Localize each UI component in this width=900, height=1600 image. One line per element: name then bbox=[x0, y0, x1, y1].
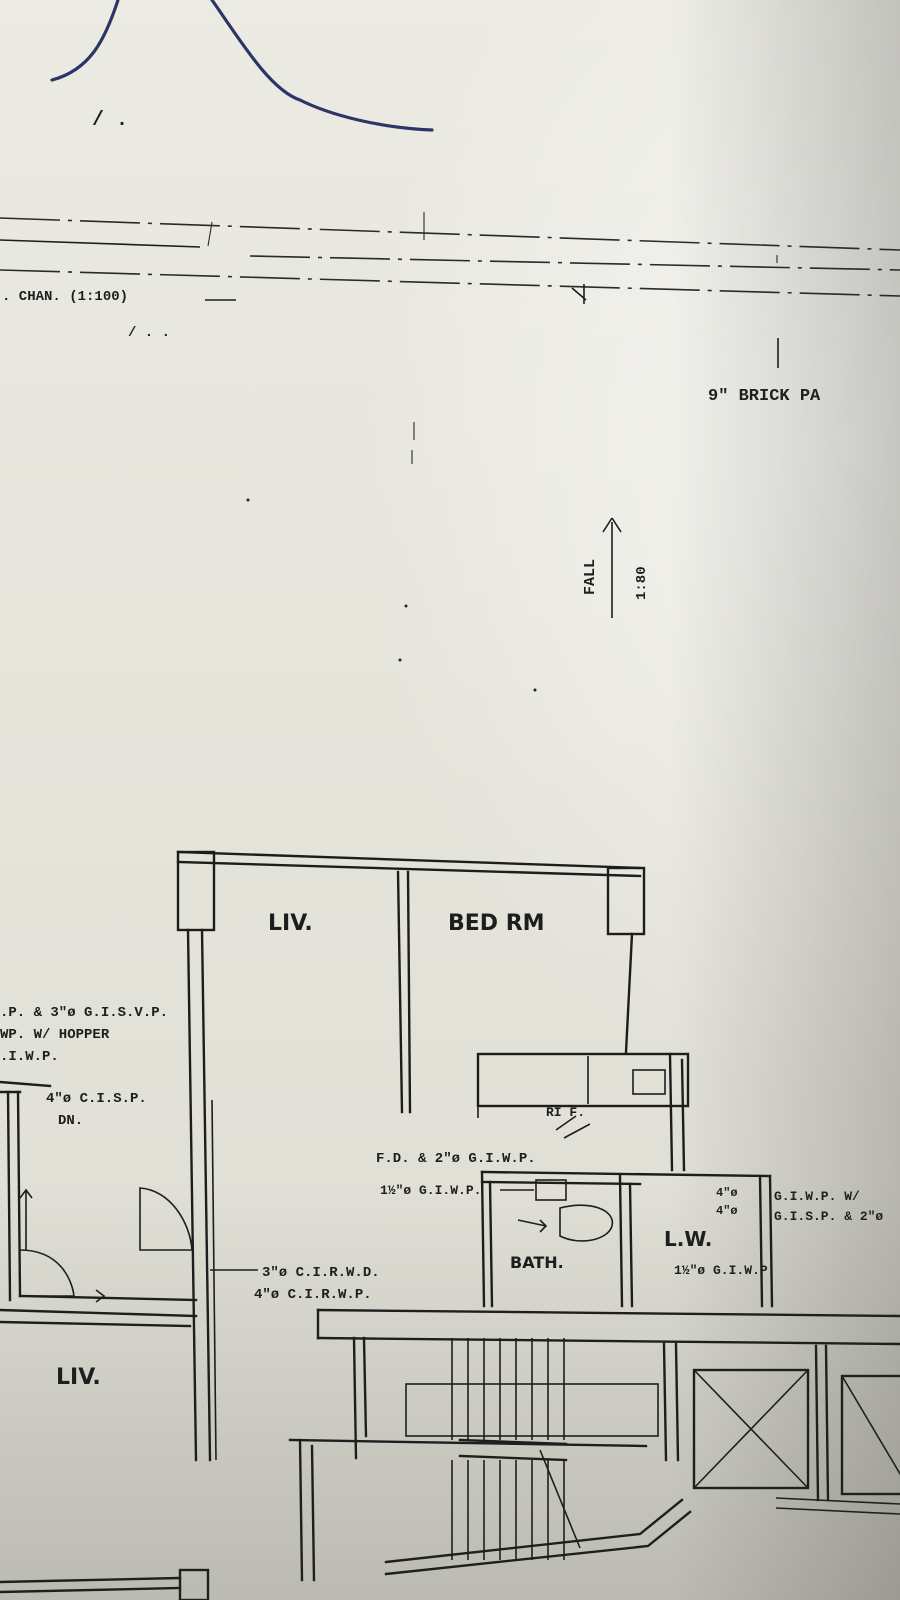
boundary-lines bbox=[0, 212, 900, 297]
bath-area bbox=[480, 1115, 774, 1308]
stair-cut-line bbox=[539, 1449, 581, 1549]
sp-note: 4"ø C.I.S.P. bbox=[46, 1091, 147, 1107]
dn-arrow bbox=[19, 1188, 33, 1250]
fall-arrow-small bbox=[517, 1219, 548, 1233]
dot-mark bbox=[246, 498, 250, 502]
left-note-line-1: .P. & 3"ø G.I.S.V.P. bbox=[0, 1005, 168, 1021]
lift-shaft-1 bbox=[692, 1368, 810, 1490]
tick-mark: / . . bbox=[128, 325, 170, 341]
left-unit bbox=[0, 1080, 210, 1600]
lw-pipe-note: 1½"ø G.I.W.P. bbox=[674, 1263, 775, 1278]
core-walls bbox=[288, 1308, 900, 1582]
ri-note: RI F. bbox=[546, 1105, 585, 1120]
stair-treads bbox=[405, 1338, 659, 1560]
room-label-lw: L.W. bbox=[664, 1227, 712, 1251]
right-note-dia-2: 4"ø bbox=[716, 1204, 738, 1218]
room-label-liv: LIV. bbox=[268, 911, 313, 936]
door-swing bbox=[19, 1249, 75, 1297]
rwd-note: 3"ø C.I.R.W.D. bbox=[262, 1265, 380, 1281]
arrow-mark bbox=[571, 284, 587, 304]
brick-label: 9" BRICK PA bbox=[708, 387, 821, 406]
pen-sketch-curve bbox=[50, 0, 120, 82]
left-note-line-3: .I.W.P. bbox=[0, 1049, 59, 1065]
fd-note: F.D. & 2"ø G.I.W.P. bbox=[376, 1151, 536, 1167]
fall-ratio: 1:80 bbox=[634, 566, 650, 600]
room-label-liv-lower: LIV. bbox=[56, 1365, 101, 1390]
left-note-line-2: WP. W/ HOPPER bbox=[0, 1027, 110, 1043]
right-note-line-1: G.I.W.P. W/ bbox=[774, 1189, 860, 1204]
gi-wp-note: 1½"ø G.I.W.P. bbox=[380, 1183, 481, 1198]
pen-sketch-curve-2 bbox=[210, 0, 434, 132]
right-note-dia-1: 4"ø bbox=[716, 1186, 738, 1200]
rwp-note: 4"ø C.I.R.W.P. bbox=[254, 1287, 372, 1303]
room-label-bath: BATH. bbox=[510, 1253, 564, 1272]
dn-label: DN. bbox=[58, 1113, 83, 1129]
room-label-bed-rm: BED RM bbox=[448, 911, 545, 936]
fall-arrow: FALL 1:80 bbox=[582, 517, 650, 618]
right-note-line-2: G.I.S.P. & 2"ø bbox=[774, 1209, 883, 1224]
lift-shaft-2 bbox=[840, 1374, 900, 1496]
construction-mark bbox=[411, 422, 415, 464]
toilet-fixture bbox=[559, 1204, 614, 1242]
fall-label: FALL bbox=[582, 559, 599, 595]
hatch-mark bbox=[555, 1115, 591, 1139]
unit-walls bbox=[176, 850, 690, 1462]
door-swing-2 bbox=[139, 1187, 193, 1251]
chan-scale-label: . CHAN. (1:100) bbox=[2, 289, 128, 305]
pen-mark: / . bbox=[92, 109, 128, 132]
